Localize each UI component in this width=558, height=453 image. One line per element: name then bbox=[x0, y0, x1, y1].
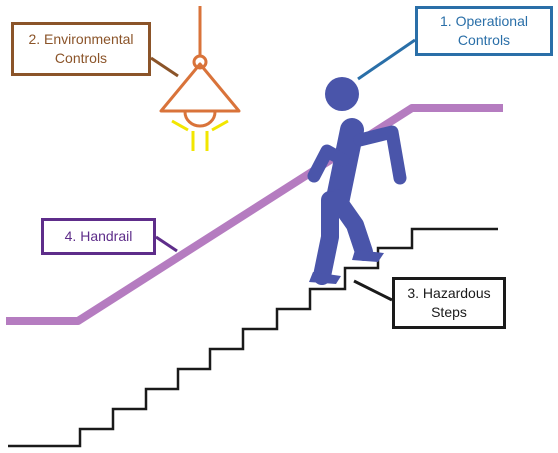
leader-handrail bbox=[155, 235, 178, 253]
ceiling-lamp-icon bbox=[159, 6, 241, 151]
callout-hazardous-steps: 3. Hazardous Steps bbox=[392, 277, 506, 329]
walking-person-icon bbox=[307, 77, 407, 285]
callout-operational-controls: 1. Operational Controls bbox=[415, 6, 553, 56]
callout-handrail: 4. Handrail bbox=[41, 218, 156, 255]
light-rays bbox=[171, 119, 229, 151]
callout-environmental-controls: 2. Environmental Controls bbox=[11, 22, 151, 76]
handrail bbox=[6, 104, 503, 325]
staircase bbox=[8, 227, 498, 448]
leader-operational bbox=[357, 38, 416, 81]
leader-environmental bbox=[150, 56, 179, 78]
leader-hazardous bbox=[353, 279, 393, 302]
